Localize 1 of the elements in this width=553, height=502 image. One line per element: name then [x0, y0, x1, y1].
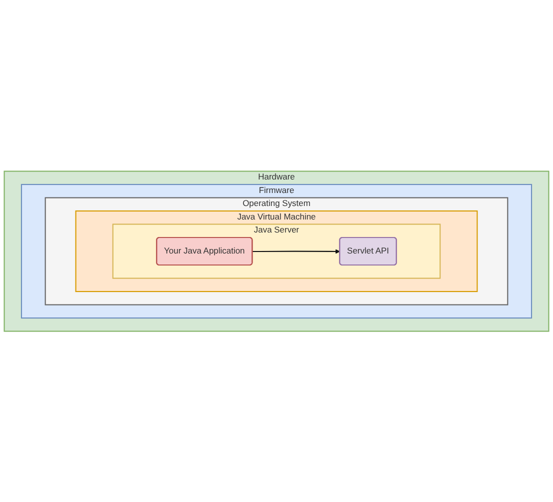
arrow: [252, 248, 340, 254]
